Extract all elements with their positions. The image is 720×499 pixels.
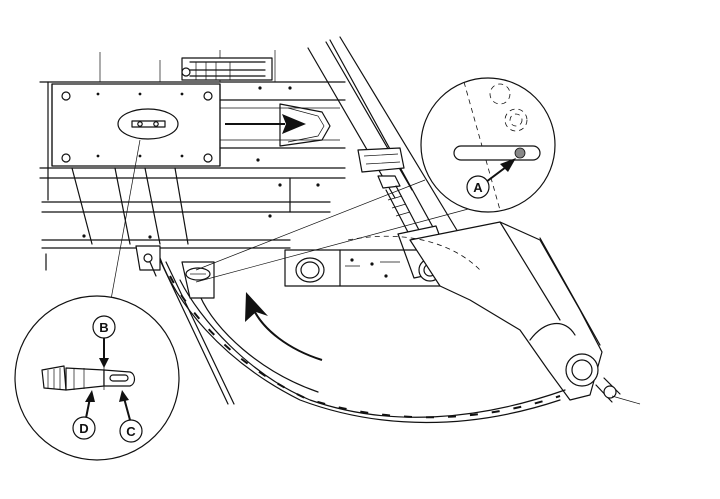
indicator-dot <box>514 147 526 159</box>
callout-b: B <box>92 315 116 339</box>
slide-direction-arrow <box>225 114 306 134</box>
leader-lines <box>109 139 473 306</box>
machine-frame <box>39 50 346 249</box>
detail-view-pin <box>14 295 180 461</box>
callout-d: D <box>72 416 96 440</box>
curved-track <box>159 257 566 424</box>
side-bracket <box>284 249 441 287</box>
slide-plate <box>51 83 221 167</box>
callout-a: A <box>466 175 490 199</box>
callout-a-label: A <box>473 180 483 195</box>
callout-b-label: B <box>99 320 108 335</box>
rotation-arrow <box>245 292 323 361</box>
swing-path-dashed <box>347 235 481 271</box>
latch-bracket <box>45 245 215 299</box>
callout-c: C <box>119 419 143 443</box>
detail-view-slot <box>420 77 556 213</box>
top-linkage <box>181 57 273 81</box>
callout-d-label: D <box>79 421 88 436</box>
swing-arm <box>409 221 641 405</box>
slide-channel <box>219 99 346 149</box>
callout-c-label: C <box>126 424 136 439</box>
